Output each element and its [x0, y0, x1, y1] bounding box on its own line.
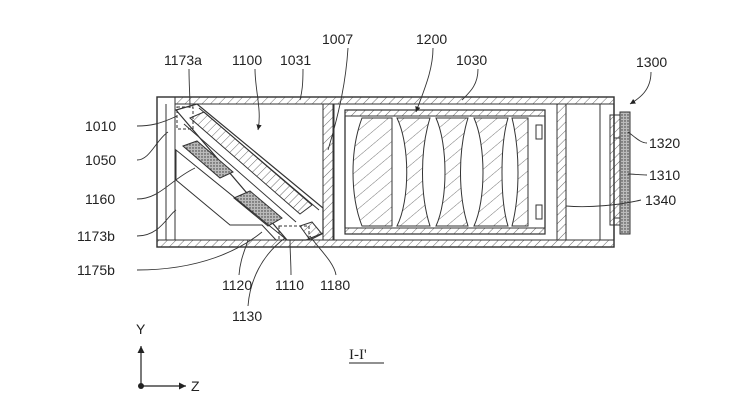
label-1175b: 1175b	[77, 262, 115, 278]
label-1007: 1007	[322, 31, 353, 47]
label-1200: 1200	[416, 31, 447, 47]
y-axis-label: Y	[136, 321, 146, 337]
label-1300: 1300	[636, 54, 667, 70]
label-1110: 1110	[275, 277, 304, 293]
label-1120: 1120	[222, 277, 252, 293]
label-1320: 1320	[649, 135, 680, 151]
reference-labels: 1010 1050 1160 1173b 1175b 1173a 1100 10…	[77, 31, 680, 324]
coordinate-axes: Y Z	[136, 321, 200, 394]
lens-module	[344, 109, 546, 235]
label-1340: 1340	[645, 192, 676, 208]
label-1130: 1130	[232, 308, 262, 324]
reflective-module	[174, 103, 324, 241]
label-1050: 1050	[85, 152, 116, 168]
image-sensor-module	[599, 104, 631, 240]
label-1031: 1031	[280, 52, 311, 68]
label-1173b: 1173b	[77, 228, 115, 244]
z-axis-label: Z	[191, 378, 200, 394]
label-1010: 1010	[85, 118, 116, 134]
label-1100: 1100	[232, 52, 262, 68]
label-1310: 1310	[649, 167, 680, 183]
leader-lines	[136, 47, 652, 307]
section-caption: I-I'	[349, 347, 367, 363]
label-1030: 1030	[456, 52, 487, 68]
label-1173a: 1173a	[164, 52, 202, 68]
label-1160: 1160	[85, 191, 115, 207]
label-1180: 1180	[320, 277, 350, 293]
housing	[156, 96, 615, 248]
